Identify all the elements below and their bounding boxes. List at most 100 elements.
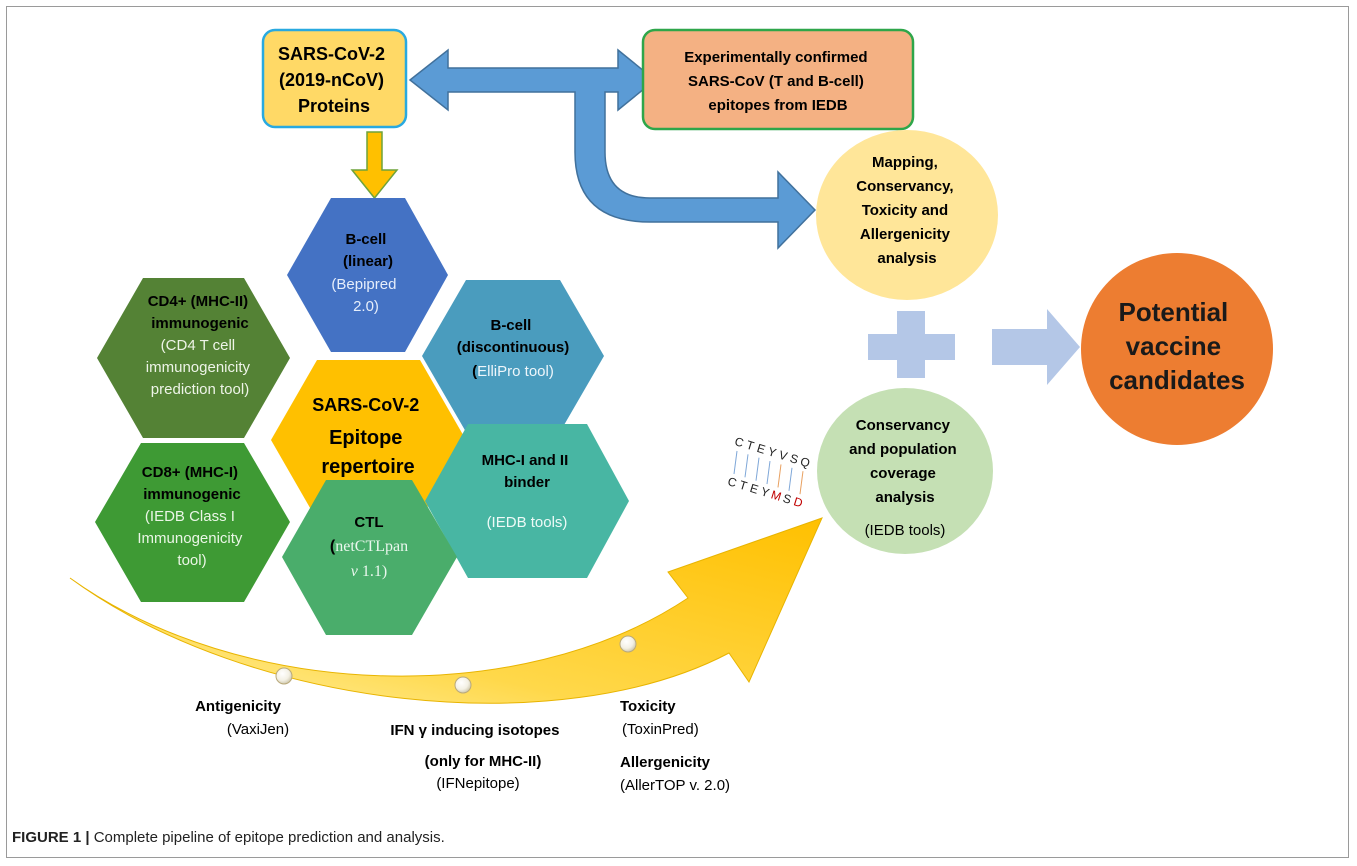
antigenicity-label: Antigenicity [195,698,281,715]
svg-text:(Bepipred 2.0): (Bepipred 2.0) [331,276,400,315]
antigenicity-bead [275,667,293,685]
hex-bcell-discontinuous [422,280,604,432]
svg-text:SARS-CoV-2 Epitope rep: SARS-CoV-2 Epitope repertoire [312,395,423,478]
alignment-link [788,467,793,491]
hex-mhc [425,424,629,578]
alignment-residue-bottom: C [726,474,739,490]
candidates-line-2: vaccine [1126,331,1221,361]
hex-cd8-tool-2: Immunogenicity [137,530,243,547]
svg-text:SARS-CoV-2 (2019-nCoV): SARS-CoV-2 (2019-nCoV) Proteins [278,44,390,116]
allergenicity-label: Allergenicity [620,754,711,771]
svg-text:(IEDB Class I Immunogenici: (IEDB Class I Immunogenicity tool) [137,508,246,569]
hex-mhc-tool: (IEDB tools) [487,514,568,531]
alignment-link [744,454,749,478]
svg-text:(CD4 T cell immunogenicity: (CD4 T cell immunogenicity prediction to… [146,337,254,398]
hex-center-line-1: SARS-CoV-2 [312,395,419,415]
candidates-line-3: candidates [1109,365,1245,395]
svg-text:IFN γ inducing isotopes (o: IFN γ inducing isotopes (only for MHC-II… [390,722,563,770]
svg-text:Potential vaccine cand: Potential vaccine candidates [1109,297,1245,395]
svg-text:CD4+ (MHC-II) immunogenic: CD4+ (MHC-II) immunogenic [148,293,253,332]
hex-cd4-title-2: immunogenic [151,315,249,332]
svg-text:Experimentally confirmed S: Experimentally confirmed SARS-CoV (T and… [684,49,872,114]
mapping-line-4: Allergenicity [860,226,951,243]
figure-frame [6,6,1349,858]
mapping-line-5: analysis [877,250,936,267]
allergenicity-tool: (AllerTOP v. 2.0) [620,777,730,794]
alignment-residue-top: V [777,448,789,464]
hex-cd4 [97,278,290,438]
hex-center-line-3: repertoire [321,456,414,478]
iedb-line-2: SARS-CoV (T and B-cell) [688,73,864,90]
plus-icon [868,311,955,378]
caption-text: Complete pipeline of epitope prediction … [89,829,445,846]
hex-ctl-title: CTL [354,514,383,531]
toxicity-tool: (ToxinPred) [622,721,699,738]
mapping-line-3: Toxicity and [862,202,948,219]
svg-text:MHC-I and II binder: MHC-I and II binder [482,452,573,491]
alignment-link [733,450,738,475]
alignment-residue-top: E [755,441,767,457]
hex-mhc-title-1: MHC-I and II [482,452,569,469]
figure-caption: FIGURE 1 | Complete pipeline of epitope … [12,829,445,846]
conservancy-tool: (IEDB tools) [865,522,946,539]
toxicity-label: Toxicity [620,698,676,715]
svg-text:Conservancy and population: Conservancy and population coverage anal… [849,417,961,506]
alignment-residue-bottom: Y [759,484,771,500]
alignment-link [799,471,804,495]
alignment-link [777,464,782,488]
mapping-ellipse [816,130,998,300]
alignment-residue-top: Q [799,454,812,470]
proteins-line-2: (2019-nCoV) [279,70,384,90]
right-arrow [992,309,1080,385]
mapping-line-1: Mapping, [872,154,938,171]
hex-bcell-linear-tool-1: (Bepipred [331,276,396,293]
proteins-box [261,28,408,129]
hex-cd4-title-1: CD4+ (MHC-II) [148,293,248,310]
hex-ctl-tool-1: (netCTLpan [330,538,408,555]
hex-bcell-disc-tool: (ElliPro tool) [472,363,554,380]
alignment-residue-bottom: M [769,487,783,503]
alignment-residue-top: T [745,438,757,454]
double-arrow [408,48,817,250]
hex-mhc-title-2: binder [504,474,550,491]
hex-ctl-tool-2: v 1.1) [351,563,387,580]
alignment-residue-top: C [733,434,746,450]
candidates-line-1: Potential [1118,297,1228,327]
mapping-line-2: Conservancy, [856,178,953,195]
hex-cd8-title-1: CD8+ (MHC-I) [142,464,238,481]
svg-text:Mapping, Conservancy,: Mapping, Conservancy, Toxicity and Aller… [856,154,957,267]
svg-text:B-cell (linear): B-cell (linear) [343,231,393,270]
iedb-line-3: epitopes from IEDB [708,97,847,114]
ifn-label-2: (only for MHC-II) [425,753,542,770]
ifn-tool: (IFNepitope) [436,775,519,792]
hex-cd4-tool-2: immunogenicity [146,359,251,376]
alignment-link [766,461,771,485]
svg-text:B-cell (discontinuous): B-cell (discontinuous) [457,317,570,356]
hex-cd8-title-2: immunogenic [143,486,241,503]
hex-bcell-disc-title-1: B-cell [490,317,531,334]
hex-bcell-disc-title-2: (discontinuous) [457,339,570,356]
candidates-circle [1081,253,1273,445]
alignment-residue-bottom: T [738,478,750,494]
hex-ctl [282,480,457,635]
conservancy-line-1: Conservancy [856,417,951,434]
hex-cd4-tool-1: (CD4 T cell [161,337,235,354]
alignment-residue-top: S [788,451,800,467]
conservancy-line-4: analysis [875,489,934,506]
alignment-residue-top: Y [766,444,778,460]
alignment-residue-bottom: D [792,494,805,510]
conservancy-ellipse [817,388,993,554]
hex-bcell-linear-tool-2: 2.0) [353,298,379,315]
hex-cd4-tool-3: prediction tool) [151,381,249,398]
iedb-line-1: Experimentally confirmed [684,49,867,66]
ifn-bead [454,676,472,694]
ifn-label-1: IFN γ inducing isotopes [390,722,559,739]
conservancy-line-3: coverage [870,465,936,482]
hex-center [271,360,466,520]
conservancy-line-2: and population [849,441,956,458]
antigenicity-tool: (VaxiJen) [227,721,289,738]
toxicity-bead [619,635,637,653]
proteins-line-3: Proteins [298,96,370,116]
hex-bcell-linear-title-2: (linear) [343,253,393,270]
